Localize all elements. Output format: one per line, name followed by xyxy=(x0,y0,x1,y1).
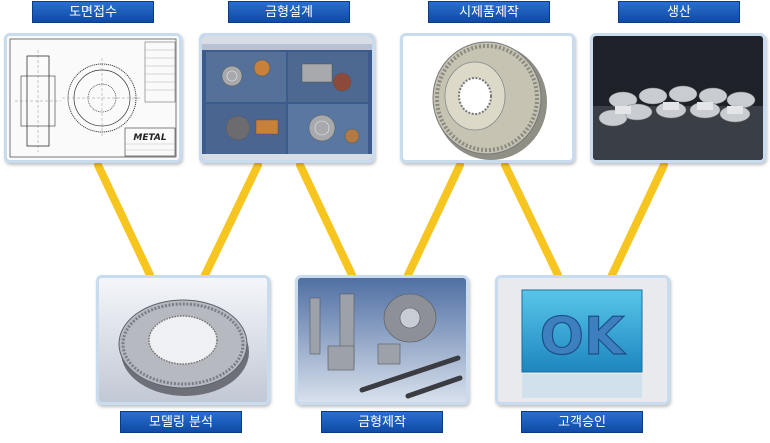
production-card xyxy=(590,33,766,163)
production-parts-image xyxy=(593,36,763,160)
step-label-approval: 고객승인 xyxy=(521,411,643,433)
connector-approval-to-production xyxy=(608,161,668,279)
cad-design-image xyxy=(202,36,372,160)
prototype-card xyxy=(400,33,575,163)
drawing-logo-text: METAL xyxy=(133,133,167,143)
approval-card: OK xyxy=(495,275,670,405)
step-label-prototype: 시제품제작 xyxy=(428,1,550,23)
ok-sign-image: OK xyxy=(498,278,667,402)
connector-design-to-mold xyxy=(296,161,356,279)
connector-mold-to-prototype xyxy=(404,161,464,279)
connector-prototype-to-approval xyxy=(501,161,562,279)
step-label-modeling: 모델링 분석 xyxy=(120,411,242,433)
drawing-card: METAL xyxy=(4,33,182,163)
mold-making-card xyxy=(295,275,469,405)
modeling-gear-image xyxy=(99,278,267,402)
step-label-mold-design: 금형설계 xyxy=(228,1,350,23)
modeling-card xyxy=(96,275,270,405)
step-label-production: 생산 xyxy=(618,1,740,23)
prototype-gear-image xyxy=(403,36,572,160)
ok-sign-text: OK xyxy=(540,307,626,367)
step-label-mold-making: 금형제작 xyxy=(321,411,443,433)
step-label-drawing: 도면접수 xyxy=(32,1,154,23)
connector-modeling-to-design xyxy=(201,161,262,279)
mold-design-card xyxy=(199,33,375,163)
connector-drawing-to-modeling xyxy=(94,161,154,279)
technical-drawing-image: METAL xyxy=(7,36,179,160)
mold-parts-image xyxy=(298,278,466,402)
